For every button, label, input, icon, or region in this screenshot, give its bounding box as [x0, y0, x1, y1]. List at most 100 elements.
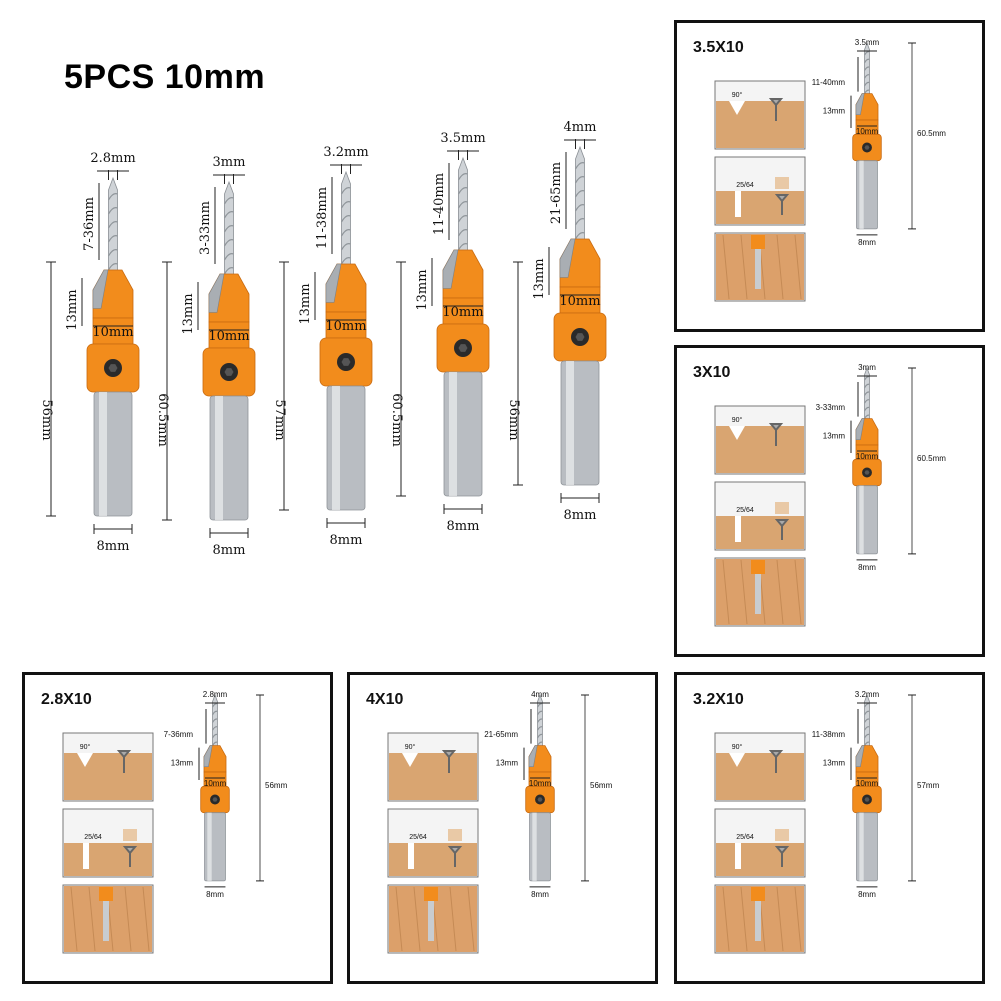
flute-length-label: 7-36mm — [82, 197, 97, 251]
drill-flute — [340, 215, 351, 223]
wood-plug — [123, 829, 137, 841]
shank-highlight — [207, 812, 212, 881]
collar-width-label: 10mm — [856, 452, 879, 461]
panel-title: 3.5X10 — [693, 39, 744, 56]
drill-flute — [340, 187, 351, 195]
drill-tip — [224, 180, 234, 283]
countersink-hole — [402, 753, 418, 767]
wood-grain — [70, 886, 78, 952]
panel-title: 3X10 — [693, 364, 731, 381]
drill-flute — [537, 726, 543, 731]
hex-socket — [864, 797, 870, 802]
shank-highlight — [99, 392, 107, 516]
hex-socket — [212, 797, 218, 802]
fraction-label: 25/64 — [409, 834, 427, 841]
wood-grain — [794, 886, 802, 952]
tip-diameter-label: 4mm — [531, 690, 549, 699]
drill-flute — [864, 710, 870, 716]
drill-flute — [223, 211, 234, 219]
wood-board — [716, 426, 804, 473]
drill-flute — [864, 391, 870, 396]
wood-board — [716, 191, 804, 224]
drill-flute — [457, 243, 468, 251]
drill-flute — [864, 702, 870, 708]
shank-diameter-label: 8mm — [858, 890, 876, 899]
tip-diameter-label: 2.8mm — [203, 690, 228, 699]
panel-title: 2.8X10 — [41, 691, 92, 708]
screw-icon — [441, 750, 457, 773]
shank-diameter-label: 8mm — [531, 890, 549, 899]
cut-depth-label: 13mm — [823, 759, 846, 768]
flute-length-label: 7-36mm — [164, 730, 194, 739]
countersink-hole — [77, 753, 93, 767]
cut-depth-label: 13mm — [532, 258, 547, 299]
angle-label: 90° — [80, 743, 91, 751]
pilot-hole — [735, 191, 741, 217]
drill-flute — [107, 221, 118, 229]
cutter-body — [442, 297, 484, 325]
collar-width-label: 10mm — [856, 779, 879, 788]
shank-highlight — [332, 386, 340, 510]
drill-in-wood — [755, 249, 761, 289]
total-length-label: 60.5mm — [917, 454, 946, 463]
wood-board — [389, 843, 477, 876]
drill-flute — [457, 201, 468, 209]
drill-in-wood — [428, 901, 434, 941]
drill-tip — [458, 156, 468, 259]
shank-highlight — [215, 396, 223, 520]
drill-flute — [457, 173, 468, 181]
pilot-hole — [735, 843, 741, 869]
fraction-label: 25/64 — [736, 834, 754, 841]
wood-grain — [740, 886, 748, 952]
cut-depth-label: 13mm — [823, 432, 846, 441]
wood-grain — [776, 234, 784, 300]
drill-flute — [107, 249, 118, 257]
total-length-label: 56mm — [590, 781, 613, 790]
drill-flute — [212, 733, 218, 739]
drill-flute — [864, 81, 870, 87]
drill-flute — [340, 257, 351, 265]
collar-width-label: 10mm — [442, 305, 483, 320]
hex-socket — [341, 358, 351, 366]
drill-flute — [537, 710, 543, 716]
cut-depth-label: 13mm — [496, 759, 519, 768]
bit-in-wood — [99, 887, 113, 901]
flute-length-label: 21-65mm — [484, 730, 518, 739]
drill-flute — [223, 197, 234, 205]
drill-flute — [212, 710, 218, 716]
pilot-hole — [735, 516, 741, 542]
shank-highlight — [532, 812, 537, 881]
drill-flute — [457, 229, 468, 237]
drill-flute — [864, 375, 870, 381]
wood-grain — [776, 886, 784, 952]
cut-depth-label: 13mm — [298, 283, 313, 324]
drill-in-wood — [755, 574, 761, 614]
total-length-label: 60.5mm — [155, 393, 170, 447]
cutter-body — [325, 311, 367, 339]
screw-icon — [768, 98, 784, 121]
tip-diameter-label: 3.5mm — [440, 131, 485, 146]
wood-grain — [794, 234, 802, 300]
screw-icon — [768, 750, 784, 773]
angle-label: 90° — [732, 416, 743, 424]
collar-width-label: 10mm — [204, 779, 227, 788]
wood-grain — [740, 234, 748, 300]
shank-diameter-label: 8mm — [213, 543, 246, 558]
shank-highlight — [566, 361, 574, 485]
drill-flute — [537, 702, 543, 708]
angle-label: 90° — [732, 91, 743, 99]
shank-diameter-label: 8mm — [330, 533, 363, 548]
cutter-blade — [208, 273, 225, 313]
drill-flute — [574, 176, 585, 184]
drill-flute — [223, 239, 234, 247]
wood-grain — [124, 886, 132, 952]
drill-flute — [340, 243, 351, 251]
drill-flute — [107, 193, 118, 201]
cutter-blade — [559, 238, 576, 278]
